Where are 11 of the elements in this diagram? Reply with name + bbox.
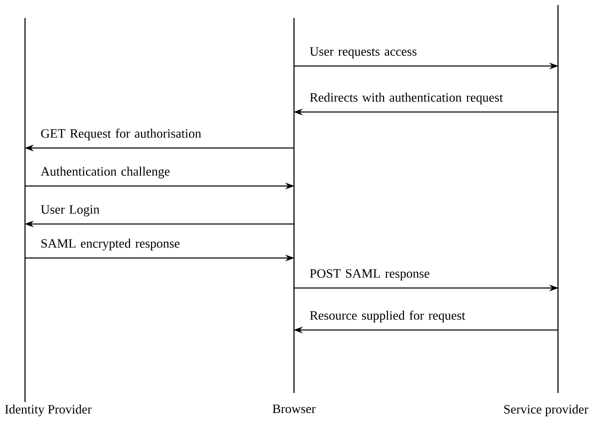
edge-label: User Login [40, 205, 100, 216]
edge-label: User requests access [310, 47, 416, 58]
edge-label: GET Request for authorisation [41, 128, 202, 140]
edge-label: POST SAML response [310, 269, 430, 280]
participant-label: Service provider [504, 404, 588, 416]
edge-label: Resource supplied for request [310, 310, 466, 322]
participant-label: Browser [272, 404, 316, 414]
edge-label: Authentication challenge [40, 166, 170, 178]
edge-label: Redirects with authentication request [310, 92, 503, 104]
participant-label: Identity Provider [5, 404, 92, 416]
edge-label: SAML encrypted response [41, 238, 180, 250]
